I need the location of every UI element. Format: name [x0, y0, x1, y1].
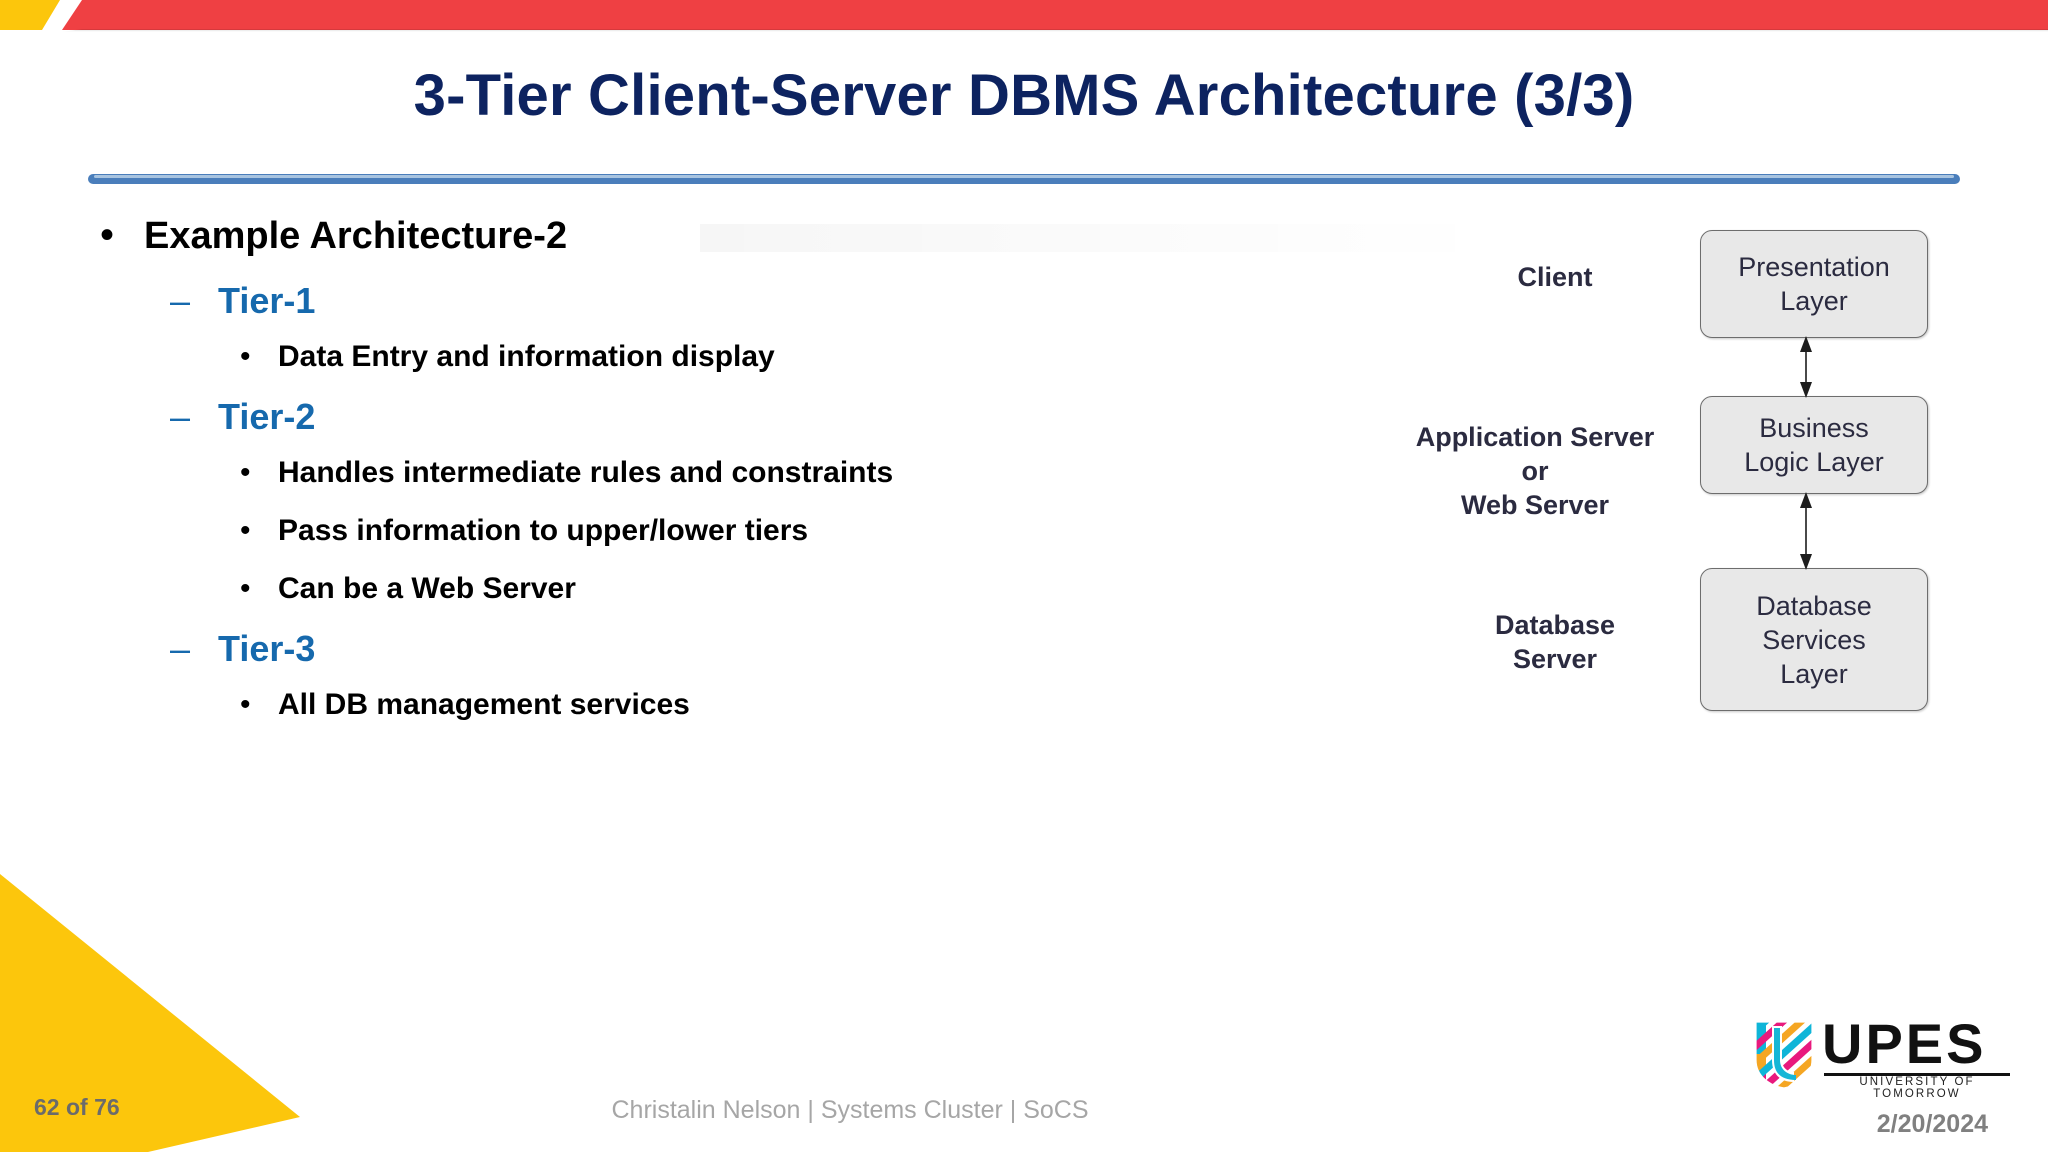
divider-line — [88, 174, 1960, 184]
slide-content-list: • Example Architecture-2 – Tier-1 • Data… — [100, 212, 1500, 742]
list-item-label: Tier-3 — [218, 628, 316, 669]
list-item: • Can be a Web Server — [240, 568, 1360, 610]
header-decoration-bar — [0, 0, 2048, 34]
list-item: – Tier-2 — [170, 394, 1360, 440]
bullet-marker-icon: • — [240, 572, 251, 605]
list-item-label: Handles intermediate rules and constrain… — [278, 456, 894, 489]
bullet-marker-icon: • — [240, 456, 251, 489]
bullet-marker-icon: • — [240, 514, 251, 547]
bullet-marker-icon: • — [100, 213, 115, 257]
list-item-label: Example Architecture-2 — [144, 215, 568, 257]
slide-date: 2/20/2024 — [1876, 1110, 1988, 1138]
list-item-label: Can be a Web Server — [278, 572, 576, 605]
list-item: – Tier-1 — [170, 278, 1360, 324]
list-item-label: Pass information to upper/lower tiers — [278, 514, 809, 547]
red-header-bar — [62, 0, 2048, 30]
dash-marker-icon: – — [170, 280, 191, 321]
page-title: 3-Tier Client-Server DBMS Architecture (… — [413, 63, 1635, 128]
upes-logo-rule — [1824, 1073, 2010, 1076]
list-item: • Data Entry and information display — [240, 336, 1360, 378]
list-item: • Pass information to upper/lower tiers — [240, 510, 1360, 552]
double-headed-arrow-icon — [1800, 492, 1812, 570]
title-highlight-band — [700, 224, 1500, 252]
red-header-bar-shadow — [62, 29, 2048, 32]
bullet-marker-icon: • — [240, 340, 251, 373]
list-item: • Example Architecture-2 — [100, 212, 1360, 260]
upes-logo: UPES UNIVERSITY OF TOMORROW — [1752, 1012, 2012, 1100]
upes-tagline: UNIVERSITY OF TOMORROW — [1859, 1076, 1975, 1100]
slide-number: 62 of 76 — [34, 1094, 120, 1120]
list-item: • Handles intermediate rules and constra… — [240, 452, 1360, 494]
upes-shield-icon — [1755, 1021, 1813, 1089]
list-item: • All DB management services — [240, 684, 1360, 726]
double-headed-arrow-icon — [1800, 336, 1812, 398]
title-divider — [88, 172, 1960, 186]
list-item-label: Tier-1 — [218, 280, 316, 321]
list-item: – Tier-3 — [170, 626, 1360, 672]
upes-wordmark: UPES — [1822, 1012, 1987, 1075]
list-item-label: Data Entry and information display — [278, 340, 775, 373]
list-item-label: Tier-2 — [218, 396, 316, 437]
dash-marker-icon: – — [170, 396, 191, 437]
bullet-marker-icon: • — [240, 688, 251, 721]
footer-credit: Christalin Nelson | Systems Cluster | So… — [611, 1096, 1089, 1124]
divider-highlight — [94, 175, 1954, 178]
list-item-label: All DB management services — [278, 688, 690, 721]
diagram-label-client: Client — [1517, 262, 1593, 292]
dash-marker-icon: – — [170, 628, 191, 669]
